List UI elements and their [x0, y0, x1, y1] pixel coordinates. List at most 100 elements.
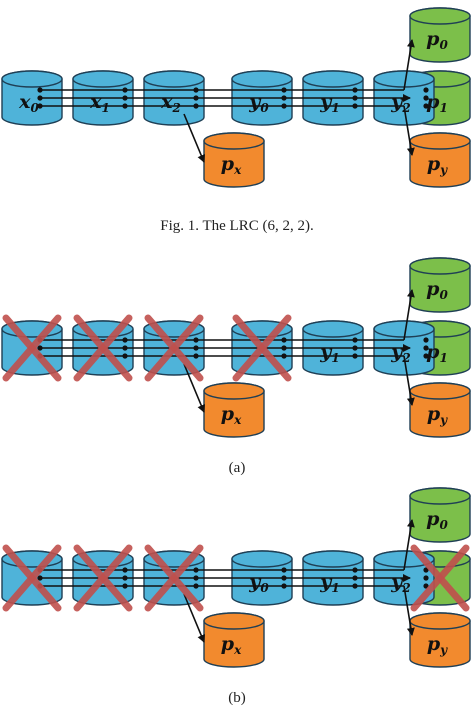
data-node-y0 [231, 70, 293, 126]
label-y1: y1 [319, 341, 339, 365]
connector-dot [281, 353, 287, 359]
failure-cross-x2 [144, 544, 204, 612]
connector-dot [352, 87, 358, 93]
label-p0: p0 [426, 508, 448, 532]
connector-dot [352, 103, 358, 109]
connector-dot [423, 87, 429, 93]
label-py: py [427, 153, 448, 177]
connector-dot [281, 567, 287, 573]
label-y0: y0 [248, 571, 269, 595]
local-parity-px [203, 612, 265, 668]
connector-dot [423, 95, 429, 101]
label-x2: x2 [160, 91, 181, 115]
connector-dot [281, 87, 287, 93]
connector-dot [193, 345, 199, 351]
connector-dot [281, 345, 287, 351]
connector-dot [352, 567, 358, 573]
label-y1: y1 [319, 91, 339, 115]
failure-cross-x0 [2, 314, 62, 382]
local-parity-px [203, 132, 265, 188]
connector-dot [193, 353, 199, 359]
panel-b-label: (b) [228, 690, 246, 706]
arrow-to-p0 [403, 289, 415, 341]
connector-dot [122, 353, 128, 359]
connector-dot [193, 567, 199, 573]
panel-b: y0 y1 y2 p0 px py [1, 487, 471, 668]
connector-dot [37, 95, 43, 101]
connector-dot [193, 337, 199, 343]
label-y2: y2 [390, 571, 410, 595]
failure-cross-x0 [2, 544, 62, 612]
local-parity-py [409, 132, 471, 188]
label-px: px [221, 633, 242, 657]
connector-dot [193, 575, 199, 581]
label-y2: y2 [390, 91, 410, 115]
connector-dot [193, 103, 199, 109]
connector-dot [122, 87, 128, 93]
label-px: px [221, 403, 242, 427]
connector-dot [352, 353, 358, 359]
connector-dot [423, 575, 429, 581]
connector-dot [352, 345, 358, 351]
panel-fig1: x0 x1 x2 y0 y1 y2 p0 p1 px py [1, 7, 471, 188]
label-y0: y0 [248, 91, 269, 115]
connector-dot [37, 345, 43, 351]
connector-dot [352, 575, 358, 581]
failure-cross-p1 [410, 544, 470, 612]
connector-dot [281, 103, 287, 109]
connector-dot [352, 583, 358, 589]
connector-dot [37, 87, 43, 93]
connector-dot [281, 575, 287, 581]
label-py: py [427, 633, 448, 657]
label-py: py [427, 403, 448, 427]
local-parity-py [409, 382, 471, 438]
local-parity-py [409, 612, 471, 668]
connector-dot [193, 87, 199, 93]
connector-dot [122, 583, 128, 589]
connector-dot [281, 583, 287, 589]
local-parity-px [203, 382, 265, 438]
global-parity-p0 [409, 487, 471, 543]
connector-dot [193, 95, 199, 101]
arrow-to-px [183, 113, 205, 163]
connector-dot [122, 575, 128, 581]
arrow-to-p0 [403, 39, 415, 91]
connector-dot [37, 575, 43, 581]
global-parity-p0 [409, 7, 471, 63]
arrow-to-px [183, 363, 205, 413]
connector-dot [281, 337, 287, 343]
failure-cross-y0 [232, 314, 292, 382]
connector-dot [37, 103, 43, 109]
connector-dot [193, 583, 199, 589]
figure-caption: Fig. 1. The LRC (6, 2, 2). [160, 218, 313, 234]
arrow-to-px [183, 593, 205, 643]
connector-dot [122, 95, 128, 101]
label-p0: p0 [426, 28, 448, 52]
arrow-to-py [403, 355, 415, 406]
connector-dot [122, 337, 128, 343]
label-x0: x0 [18, 91, 39, 115]
connector-dot [423, 345, 429, 351]
connector-dot [423, 103, 429, 109]
connector-dot [423, 353, 429, 359]
connector-dot [423, 337, 429, 343]
label-y2: y2 [390, 341, 410, 365]
arrow-to-py [403, 585, 415, 636]
global-parity-p0 [409, 257, 471, 313]
label-x1: x1 [89, 91, 110, 115]
failure-cross-x1 [73, 544, 133, 612]
failure-cross-x1 [73, 314, 133, 382]
label-px: px [221, 153, 242, 177]
label-p1: p1 [426, 341, 448, 365]
data-node-y1 [302, 320, 364, 376]
failure-cross-x2 [144, 314, 204, 382]
label-p1: p1 [426, 91, 448, 115]
connector-dot [122, 103, 128, 109]
connector-dot [352, 337, 358, 343]
panel-a-label: (a) [229, 460, 246, 476]
label-y1: y1 [319, 571, 339, 595]
connector-dot [122, 345, 128, 351]
connector-dot [423, 583, 429, 589]
